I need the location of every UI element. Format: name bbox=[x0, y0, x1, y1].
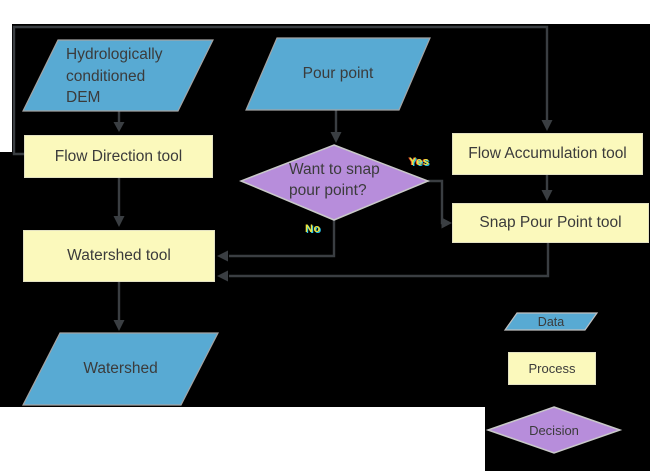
pour-point-node-label: Pour point bbox=[302, 65, 374, 82]
arrowheads bbox=[113, 120, 553, 331]
connector-snappourpoint-to-watershedtool bbox=[229, 243, 550, 278]
flow-accumulation-tool-node: Flow Accumulation tool bbox=[452, 133, 643, 175]
snap-pour-point-tool-node: Snap Pour Point tool bbox=[452, 203, 649, 243]
legend-data-label: Data bbox=[537, 314, 565, 329]
watershed-parallelogram bbox=[22, 332, 219, 406]
arrowhead-into-watershed bbox=[113, 320, 125, 331]
watershed-tool-node: Watershed tool bbox=[23, 230, 215, 282]
arrowhead-into-snappourpoint-top bbox=[541, 190, 553, 201]
pour-point-parallelogram bbox=[245, 37, 431, 111]
arrowhead-into-watershedtool-right-lower bbox=[217, 270, 228, 282]
legend-process-node: Process bbox=[508, 352, 596, 385]
legend-decision-diamond bbox=[485, 406, 623, 454]
snap-pour-point-tool-label: Snap Pour Point tool bbox=[479, 214, 622, 231]
legend-data-parallelogram bbox=[503, 312, 599, 331]
arrowhead-into-watershedtool-right-upper bbox=[217, 250, 228, 262]
watershed-node-label: Watershed bbox=[83, 360, 158, 377]
dem-node-label: Hydrologically conditioned DEM bbox=[66, 46, 163, 106]
edge-no-label: No bbox=[305, 223, 321, 235]
flow-accumulation-tool-label: Flow Accumulation tool bbox=[468, 145, 627, 162]
connector-decision-no-to-watershedtool bbox=[229, 220, 336, 258]
dem-parallelogram bbox=[22, 39, 214, 112]
edge-yes-label: Yes bbox=[409, 156, 430, 168]
legend-decision-label: Decision bbox=[529, 423, 579, 438]
legend-process-label: Process bbox=[528, 361, 576, 376]
arrowhead-into-flowaccumulation bbox=[541, 120, 553, 131]
snap-decision-label: Want to snap pour point? bbox=[289, 161, 380, 199]
flow-direction-tool-node: Flow Direction tool bbox=[24, 135, 213, 178]
connector-flowdirection-to-flowaccumulation bbox=[12, 25, 549, 156]
arrowhead-into-snappourpoint-left bbox=[441, 217, 452, 229]
diagram-background-left-strip bbox=[0, 152, 12, 407]
arrowhead-into-decision bbox=[330, 132, 342, 143]
arrowhead-into-flowdirection bbox=[113, 122, 125, 132]
watershed-tool-label: Watershed tool bbox=[67, 247, 171, 264]
flow-direction-tool-label: Flow Direction tool bbox=[54, 147, 183, 165]
arrowhead-into-watershedtool-top bbox=[113, 216, 125, 227]
snap-decision-diamond bbox=[238, 144, 431, 221]
